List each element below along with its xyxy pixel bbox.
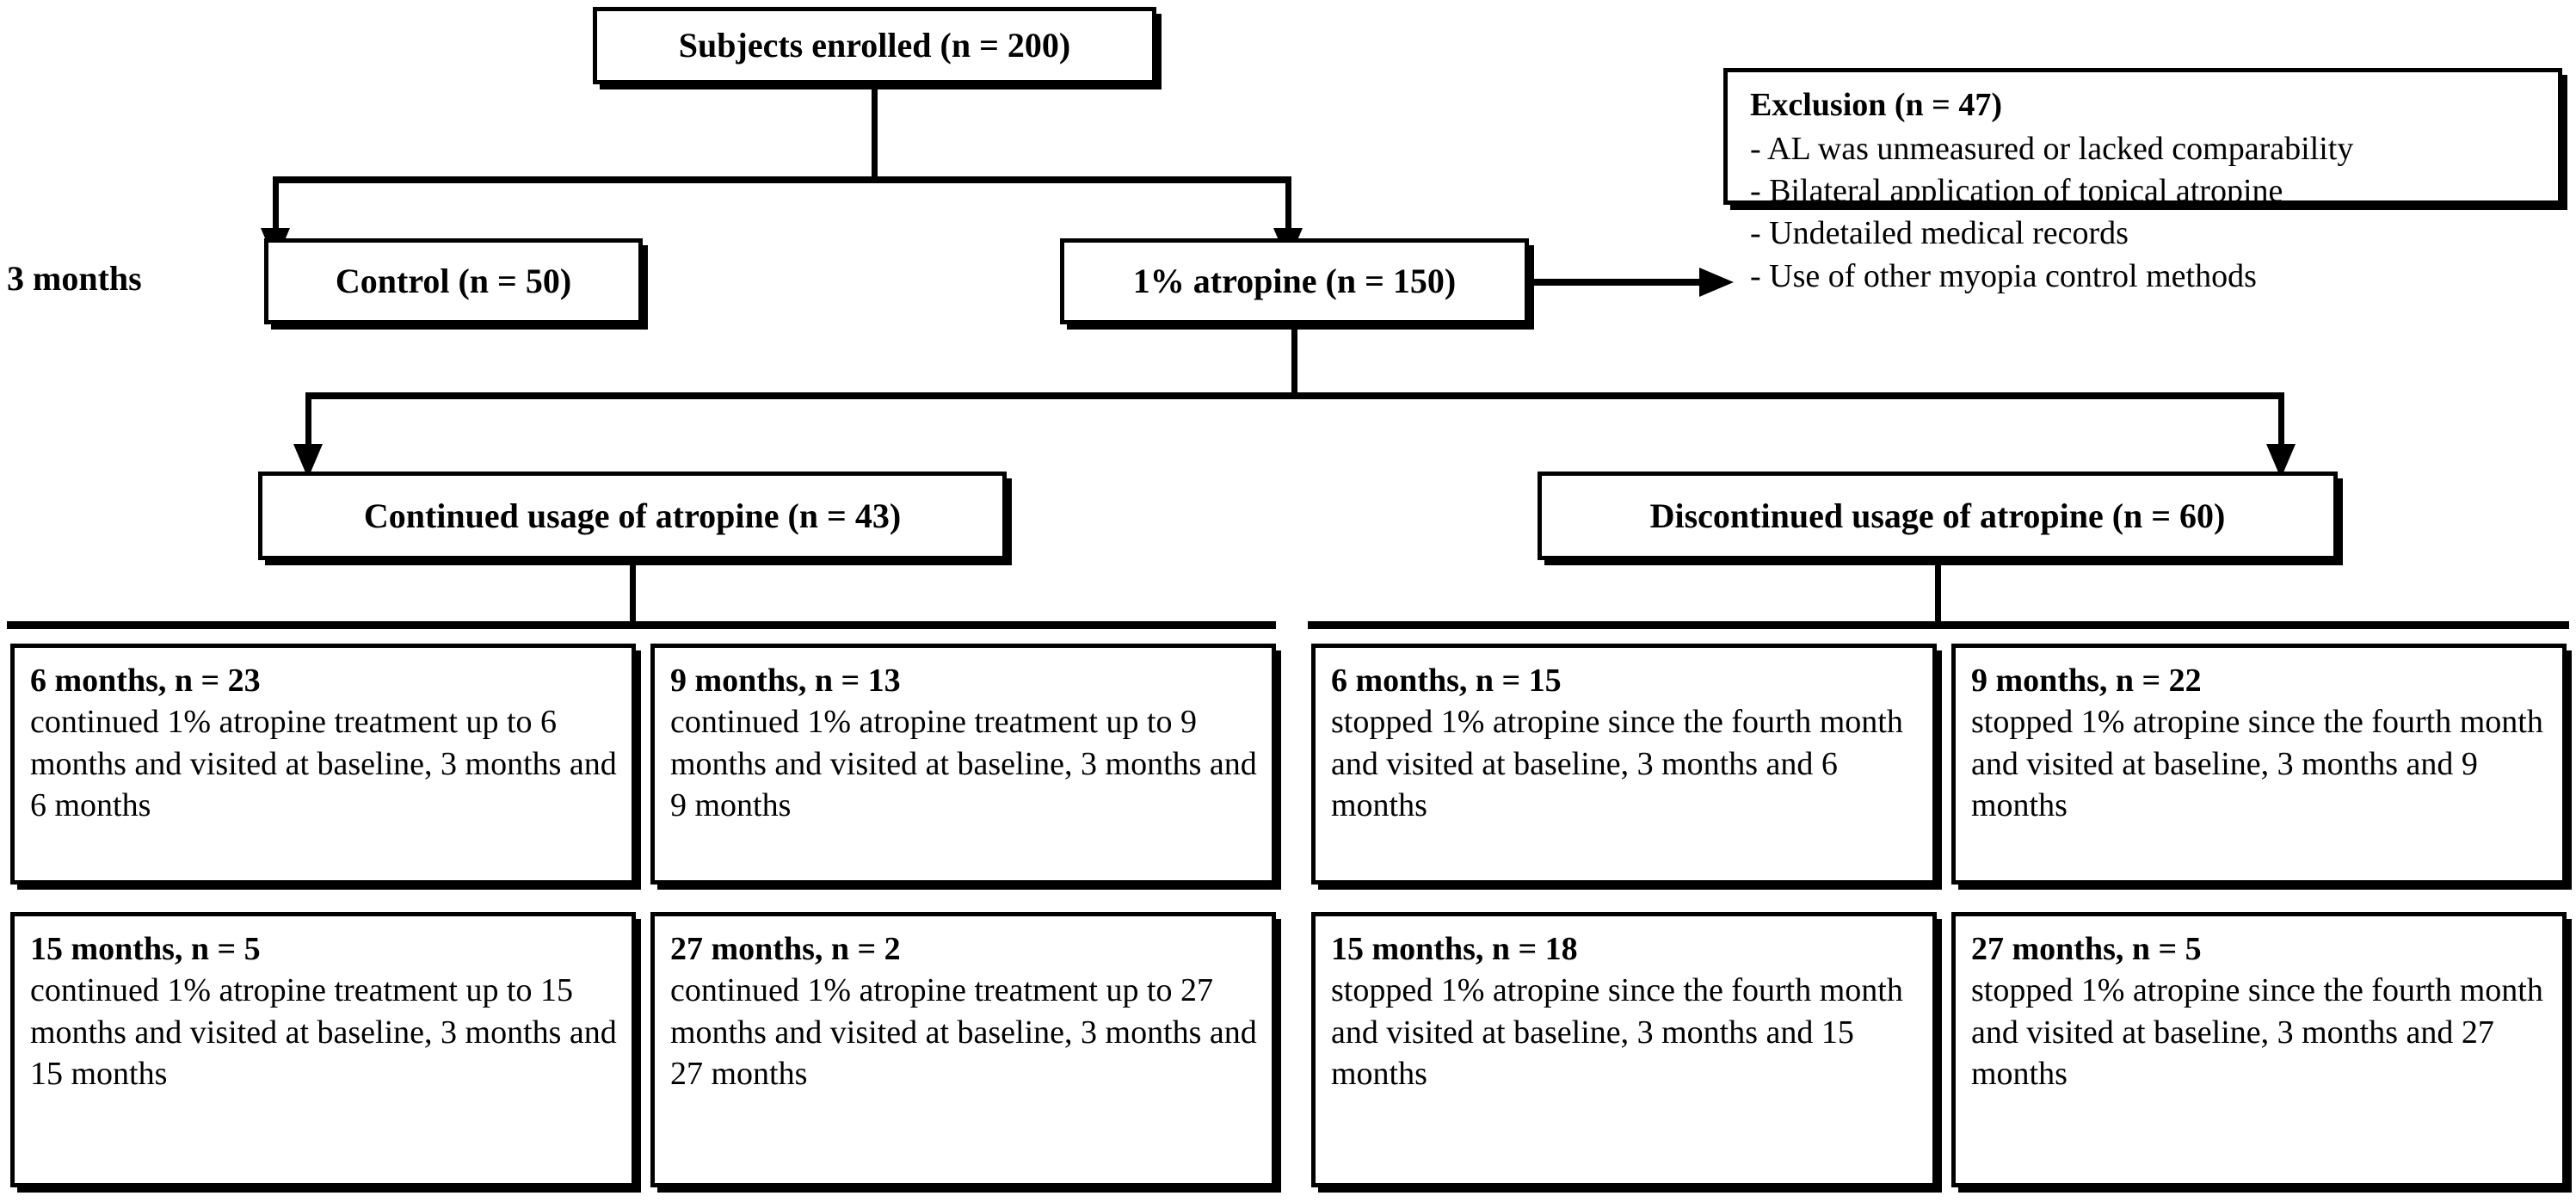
stage-label-3-months: 3 months — [7, 259, 142, 298]
connector-enrolled-split — [273, 176, 1291, 183]
exclusion-item-1: - Bilateral application of topical atrop… — [1750, 173, 2283, 210]
detail-head: 27 months, n = 2 — [670, 931, 901, 967]
group-rule-discontinued — [1308, 621, 2569, 629]
connector-atropine-to-exclusion — [1532, 279, 1713, 286]
detail-cell-discontinued-9m[interactable]: 9 months, n = 22 stopped 1% atropine sin… — [1951, 644, 2567, 885]
node-continued-usage-label: Continued usage of atropine (n = 43) — [363, 496, 902, 535]
detail-cell-discontinued-15m[interactable]: 15 months, n = 18 stopped 1% atropine si… — [1311, 912, 1937, 1187]
connector-enrolled-stem — [872, 84, 878, 181]
node-discontinued-usage[interactable]: Discontinued usage of atropine (n = 60) — [1538, 472, 2338, 560]
connector-atropine-drop — [1285, 176, 1291, 238]
detail-head: 6 months, n = 23 — [30, 663, 261, 699]
detail-cell-continued-27m[interactable]: 27 months, n = 2 continued 1% atropine t… — [650, 912, 1276, 1187]
node-continued-usage[interactable]: Continued usage of atropine (n = 43) — [258, 472, 1007, 560]
detail-body: continued 1% atropine treatment up to 6 … — [30, 704, 617, 823]
detail-head: 9 months, n = 22 — [1971, 663, 2202, 699]
detail-body: stopped 1% atropine since the fourth mon… — [1331, 972, 1903, 1092]
detail-body: continued 1% atropine treatment up to 15… — [30, 972, 617, 1092]
node-subjects-enrolled[interactable]: Subjects enrolled (n = 200) — [593, 7, 1156, 84]
detail-cell-continued-6m[interactable]: 6 months, n = 23 continued 1% atropine t… — [10, 644, 636, 885]
exclusion-item-2: - Undetailed medical records — [1750, 215, 2129, 252]
node-subjects-enrolled-label: Subjects enrolled (n = 200) — [678, 26, 1071, 65]
detail-body: stopped 1% atropine since the fourth mon… — [1971, 972, 2543, 1092]
node-control-label: Control (n = 50) — [335, 262, 572, 300]
detail-head: 6 months, n = 15 — [1331, 663, 1562, 699]
detail-head: 15 months, n = 18 — [1331, 931, 1578, 967]
detail-head: 27 months, n = 5 — [1971, 931, 2202, 967]
node-atropine[interactable]: 1% atropine (n = 150) — [1060, 238, 1529, 324]
node-discontinued-usage-label: Discontinued usage of atropine (n = 60) — [1649, 496, 2226, 535]
detail-cell-discontinued-27m[interactable]: 27 months, n = 5 stopped 1% atropine sin… — [1951, 912, 2567, 1187]
detail-body: continued 1% atropine treatment up to 27… — [670, 972, 1257, 1092]
arrowhead-to-exclusion — [1699, 268, 1734, 297]
group-rule-continued — [7, 621, 1276, 629]
detail-cell-continued-9m[interactable]: 9 months, n = 13 continued 1% atropine t… — [650, 644, 1276, 885]
detail-body: continued 1% atropine treatment up to 9 … — [670, 704, 1257, 823]
connector-continued-drop — [305, 392, 311, 454]
detail-head: 9 months, n = 13 — [670, 663, 901, 699]
connector-discontinued-stem — [1935, 560, 1941, 626]
detail-cell-discontinued-6m[interactable]: 6 months, n = 15 stopped 1% atropine sin… — [1311, 644, 1937, 885]
detail-head: 15 months, n = 5 — [30, 931, 261, 967]
exclusion-title: Exclusion (n = 47) — [1750, 87, 2002, 123]
connector-discontinued-drop — [2278, 392, 2284, 454]
exclusion-item-0: - AL was unmeasured or lacked comparabil… — [1750, 130, 2354, 167]
node-control[interactable]: Control (n = 50) — [264, 238, 643, 324]
detail-body: stopped 1% atropine since the fourth mon… — [1331, 704, 1903, 823]
node-exclusion[interactable]: Exclusion (n = 47) - AL was unmeasured o… — [1723, 68, 2562, 294]
connector-continued-stem — [630, 560, 636, 626]
connector-control-drop — [273, 176, 279, 238]
connector-atropine-stem — [1291, 324, 1297, 398]
exclusion-item-3: - Use of other myopia control methods — [1750, 257, 2257, 294]
connector-level3-split — [305, 392, 2284, 399]
detail-cell-continued-15m[interactable]: 15 months, n = 5 continued 1% atropine t… — [10, 912, 636, 1187]
node-atropine-label: 1% atropine (n = 150) — [1132, 262, 1457, 300]
detail-body: stopped 1% atropine since the fourth mon… — [1971, 704, 2543, 823]
